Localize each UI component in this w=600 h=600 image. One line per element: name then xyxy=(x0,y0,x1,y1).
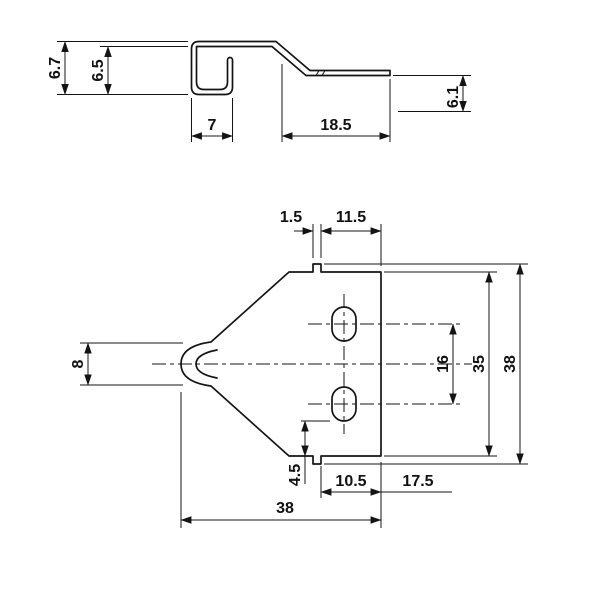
top-view-dimensions: 6.7 6.5 7 18.5 6.1 xyxy=(47,40,471,142)
dim-label-tab-to-edge: 11.5 xyxy=(336,209,366,226)
hook-profile-outline xyxy=(190,40,391,96)
dim-label-slot-pitch: 16 xyxy=(435,355,452,373)
front-view-dimensions: 1.5 11.5 8 16 35 38 4.5 10.5 17.5 38 xyxy=(70,209,528,528)
dim-label-body-height: 35 xyxy=(471,355,488,373)
dim-label-tab-to-right: 10.5 xyxy=(335,473,366,490)
dim-label-hook-width: 7 xyxy=(208,117,217,134)
front-view: 1.5 11.5 8 16 35 38 4.5 10.5 17.5 38 xyxy=(70,209,528,528)
dim-label-overall-height: 38 xyxy=(502,355,519,373)
dim-label-arm-length: 18.5 xyxy=(320,117,351,134)
dim-label-slot-to-bottom: 4.5 xyxy=(287,464,304,486)
dim-label-tab-width: 1.5 xyxy=(280,209,302,226)
dim-label-height-inner: 6.5 xyxy=(90,59,107,81)
dim-label-arm-height: 6.1 xyxy=(445,86,462,108)
top-view-profile xyxy=(190,40,391,96)
top-view: 6.7 6.5 7 18.5 6.1 xyxy=(47,40,471,142)
dim-label-tip-height: 8 xyxy=(70,359,87,368)
arm-tick-marks xyxy=(315,70,326,76)
dim-label-body-width: 17.5 xyxy=(402,473,433,490)
front-view-centerlines xyxy=(152,294,472,434)
dim-label-height-outer: 6.7 xyxy=(47,57,64,79)
dim-label-overall-width: 38 xyxy=(276,500,294,517)
